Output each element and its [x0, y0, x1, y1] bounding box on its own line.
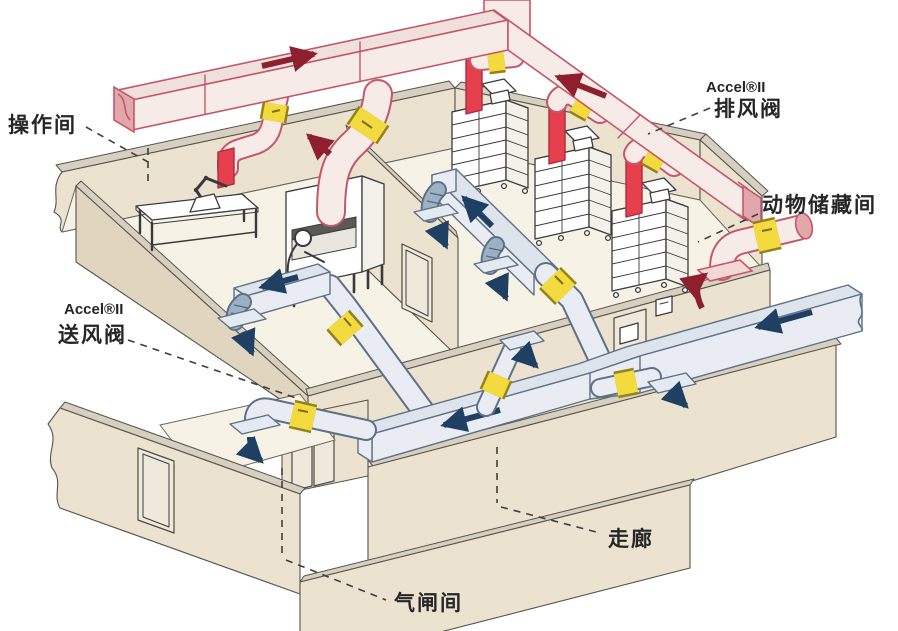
- wall-control-box: [655, 295, 673, 317]
- exhaust-valve: [752, 216, 782, 255]
- partition-door: [401, 243, 433, 323]
- supply-flow-arrow-icon: [235, 435, 264, 464]
- supply-flow-arrow-icon: [510, 340, 539, 369]
- cabinet-exhaust-branch: [305, 79, 393, 227]
- cage-rack: [451, 78, 529, 200]
- exhaust-flow-arrow-icon: [305, 133, 335, 161]
- duct-open-end: [113, 85, 135, 134]
- label-supply-brand: Accel®II: [64, 301, 123, 318]
- snorkel-red-duct: [217, 147, 235, 189]
- supply-diffuser-plate: [229, 414, 281, 435]
- snorkel-arm: [189, 175, 228, 213]
- leader-exhaust-valve: [647, 107, 711, 135]
- supply-flow-arrow-icon: [258, 268, 299, 294]
- airlock-outer-door: [137, 447, 175, 534]
- labels-layer: 操作间 Accel®II 排风阀 动物储藏间 Accel®II 送风阀 走廊 气…: [8, 79, 877, 615]
- supply-flow-arrow-icon: [754, 308, 813, 334]
- corridor-exhaust-branch: [679, 212, 814, 310]
- leader-supply-valve: [127, 339, 297, 399]
- supply-valve: [539, 267, 577, 305]
- operation-room-supply-duct: [217, 263, 436, 424]
- supply-air-system: [217, 168, 864, 464]
- leader-operation-room: [85, 126, 149, 186]
- snorkel-exhaust-branch: [189, 86, 290, 213]
- label-supply-valve: 送风阀: [58, 323, 127, 347]
- supply-valve: [479, 370, 513, 400]
- supply-flow-arrow-icon: [424, 220, 449, 250]
- exhaust-flow-arrow-icon: [554, 72, 608, 99]
- exhaust-valve: [259, 101, 290, 124]
- label-airlock: 气闸间: [393, 591, 463, 615]
- exhaust-flow-arrow-icon: [679, 272, 709, 310]
- door-window: [619, 322, 639, 345]
- supply-flow-arrow-icon: [461, 195, 495, 229]
- supply-diffuser-plate: [473, 255, 519, 274]
- snorkel-hood: [189, 193, 221, 213]
- rack-exhaust-riser: [465, 43, 525, 115]
- leader-airlock: [281, 468, 387, 601]
- label-exhaust-brand: Accel®II: [706, 79, 765, 96]
- leader-corridor: [496, 447, 601, 534]
- main-exhaust-duct-left: [113, 9, 509, 134]
- exhaust-air-system: [113, 0, 814, 310]
- supply-flow-arrow-icon: [484, 272, 509, 302]
- label-animal-storage: 动物储藏间: [762, 193, 877, 217]
- label-corridor: 走廊: [608, 527, 654, 551]
- corridor-diffuser-branch: [476, 330, 545, 417]
- label-exhaust-valve: 排风阀: [714, 97, 783, 121]
- control-box-detail: [659, 301, 669, 305]
- animal-room-supply-duct: [413, 168, 614, 376]
- supply-diffuser-plate: [217, 308, 267, 329]
- supply-valve: [326, 309, 364, 347]
- door-frame: [142, 453, 170, 528]
- outer-front-wall: [299, 484, 691, 631]
- exhaust-flow-arrow-icon: [261, 46, 318, 72]
- supply-flow-arrow-icon: [660, 380, 689, 409]
- supply-valve: [613, 367, 639, 399]
- exhaust-valve: [346, 105, 390, 145]
- exhaust-valve: [486, 43, 506, 75]
- corridor-diffuser-branch: [590, 367, 697, 409]
- door-frame: [405, 249, 429, 317]
- supply-valve: [288, 399, 318, 434]
- airlock-supply-branch: [229, 397, 377, 464]
- duct-open-end: [794, 212, 814, 240]
- leader-animal-storage: [697, 213, 759, 243]
- supply-flow-arrow-icon: [231, 327, 256, 357]
- label-operation-room: 操作间: [8, 113, 77, 137]
- supply-diffuser-plate: [413, 203, 459, 222]
